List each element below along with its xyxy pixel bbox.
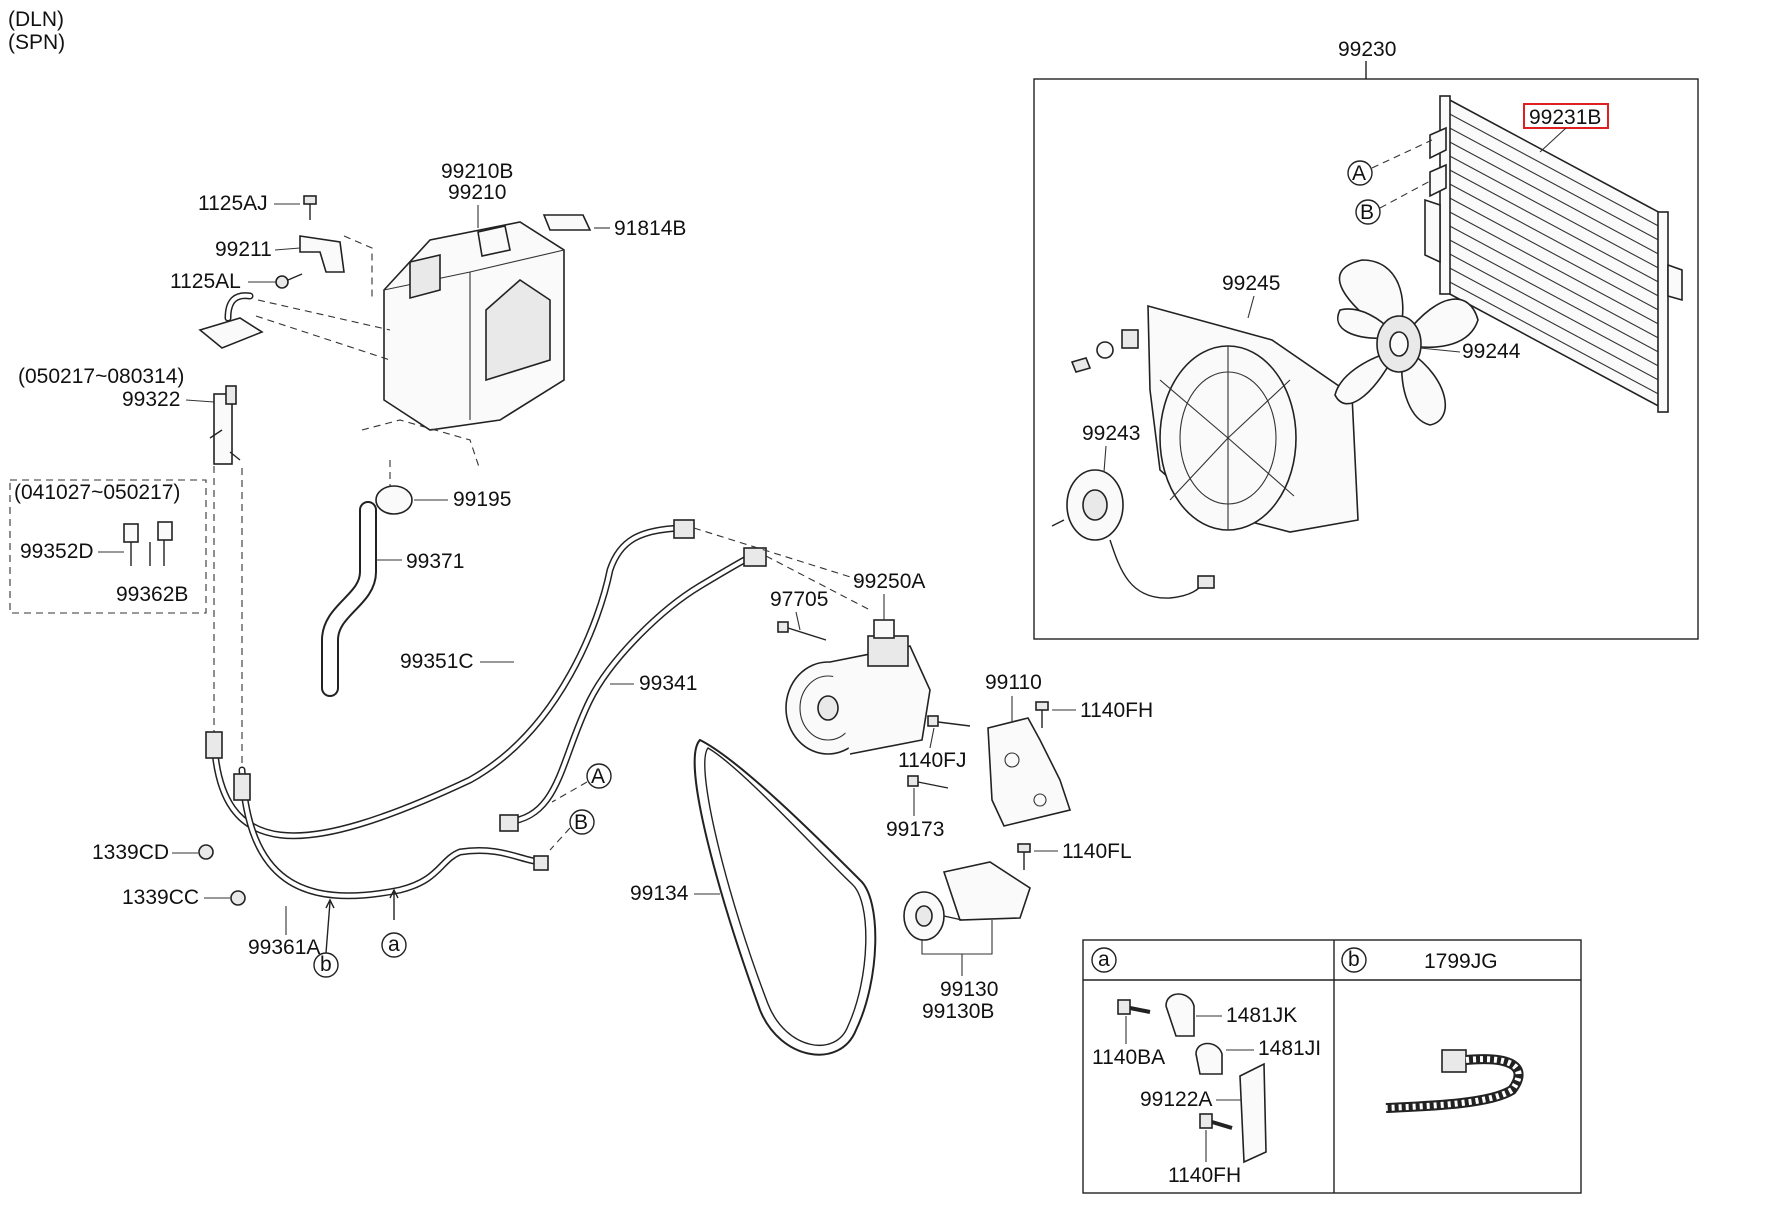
bracket-99110[interactable] (987, 717, 1072, 827)
label-1339CC: 1339CC (122, 886, 199, 909)
label-1125AL: 1125AL (170, 270, 241, 293)
callout-B-condenser (1355, 199, 1381, 225)
label-91814B: 91814B (614, 217, 686, 240)
svg-text:b: b (320, 953, 332, 976)
label-1140BA: 1140BA (1092, 1046, 1165, 1069)
callout-A-condenser (1347, 160, 1373, 186)
label-99361A: 99361A (248, 936, 320, 959)
label-1481JI: 1481JI (1258, 1037, 1321, 1060)
label-1140FL: 1140FL (1062, 840, 1132, 863)
label-99110: 99110 (985, 671, 1042, 694)
bolt-1140FJ (927, 715, 971, 727)
label-99362B: 99362B (116, 583, 188, 606)
label-99211: 99211 (215, 238, 272, 261)
date-range-2-box (9, 479, 207, 614)
detail-callout-a (1091, 947, 1117, 973)
label-99134: 99134 (630, 882, 689, 905)
expansion-valve (198, 292, 264, 349)
variant-label-spn: (SPN) (8, 31, 65, 54)
fan-shroud[interactable] (1147, 304, 1359, 533)
cable-tie-1799JG (1385, 1049, 1524, 1113)
label-99243: 99243 (1082, 422, 1140, 445)
label-99250A: 99250A (853, 570, 925, 593)
compressor-99250A[interactable] (785, 619, 931, 755)
discharge-hose-99341[interactable] (502, 552, 756, 826)
label-99130: 99130 (940, 978, 998, 1001)
bolt-1125AJ (303, 195, 317, 220)
variant-label-dln: (DLN) (8, 8, 64, 31)
fan-hardware (1070, 329, 1139, 373)
svg-text:A: A (591, 765, 605, 788)
bolt-1140FH-detail (1199, 1113, 1233, 1130)
callout-B-hose (569, 809, 595, 835)
svg-text:A: A (1352, 162, 1366, 185)
bracket-99322 (209, 385, 241, 465)
bracket-99211 (299, 235, 345, 273)
idler-pulley-99130[interactable] (903, 861, 1031, 941)
label-99230: 99230 (1338, 38, 1396, 61)
label-1339CD: 1339CD (92, 841, 169, 864)
label-99130B: 99130B (922, 1000, 994, 1023)
detail-box: a b 1799JG 1481JK 1140BA 1481JI 99122A (1082, 939, 1582, 1194)
label-1140FH-bracket: 1140FH (1080, 699, 1153, 722)
bolt-1140BA (1117, 999, 1151, 1015)
condenser-fan-group: 99230 (1033, 38, 1699, 640)
detail-callout-b (1341, 947, 1367, 973)
bolt-1125AL (275, 273, 303, 289)
label-99210: 99210 (448, 181, 506, 204)
label-1140FH-detail: 1140FH (1168, 1164, 1241, 1187)
nut-1339CC (230, 890, 246, 906)
bracket-99122A (1239, 1062, 1267, 1164)
suction-hose-99351C[interactable] (210, 524, 684, 840)
label-99173: 99173 (886, 818, 944, 841)
bolt-99173 (907, 775, 949, 789)
clamp-1481JI (1195, 1042, 1223, 1075)
label-99322: 99322 (122, 388, 180, 411)
label-99210B: 99210B (441, 160, 513, 183)
svg-text:b: b (1348, 948, 1360, 971)
drain-plug-99195 (375, 485, 413, 515)
svg-text:a: a (388, 933, 400, 956)
date-range-1: (050217~080314) (18, 365, 184, 388)
label-99244: 99244 (1462, 340, 1521, 363)
condenser[interactable] (1424, 95, 1683, 413)
label-99122A: 99122A (1140, 1088, 1212, 1111)
bolt-97705 (777, 621, 827, 641)
svg-text:B: B (574, 811, 588, 834)
label-99341: 99341 (639, 672, 697, 695)
pressure-switches (123, 521, 173, 566)
callout-A-hose (586, 763, 612, 789)
date-range-2: (041027~050217) (14, 481, 180, 504)
bolt-1140FL (1017, 843, 1031, 870)
callout-a-hose (381, 932, 407, 958)
gasket-91814B (542, 214, 592, 231)
clamp-1481JK (1165, 993, 1195, 1037)
drive-belt-99134[interactable] (693, 738, 877, 1056)
svg-text:a: a (1098, 948, 1110, 971)
label-99245: 99245 (1222, 272, 1280, 295)
nut-1339CD (198, 844, 214, 860)
liquid-hose-99361A[interactable] (238, 766, 544, 900)
evaporator-unit[interactable] (383, 221, 565, 431)
label-1125AJ: 1125AJ (198, 192, 268, 215)
label-99371: 99371 (406, 550, 464, 573)
hose-fittings (205, 519, 767, 871)
label-1140FJ: 1140FJ (898, 749, 967, 772)
label-99231B: 99231B (1529, 106, 1601, 129)
label-1799JG: 1799JG (1424, 950, 1498, 973)
bolt-1140FH-bracket (1035, 701, 1049, 728)
label-1481JK: 1481JK (1226, 1004, 1297, 1027)
label-99352D: 99352D (20, 540, 94, 563)
cooling-fan[interactable] (1334, 259, 1479, 426)
label-97705: 97705 (770, 588, 828, 611)
label-99195: 99195 (453, 488, 511, 511)
fan-motor[interactable] (1051, 469, 1215, 599)
drain-hose-99371 (321, 501, 377, 697)
label-99351C: 99351C (400, 650, 474, 673)
svg-text:B: B (1360, 201, 1374, 224)
